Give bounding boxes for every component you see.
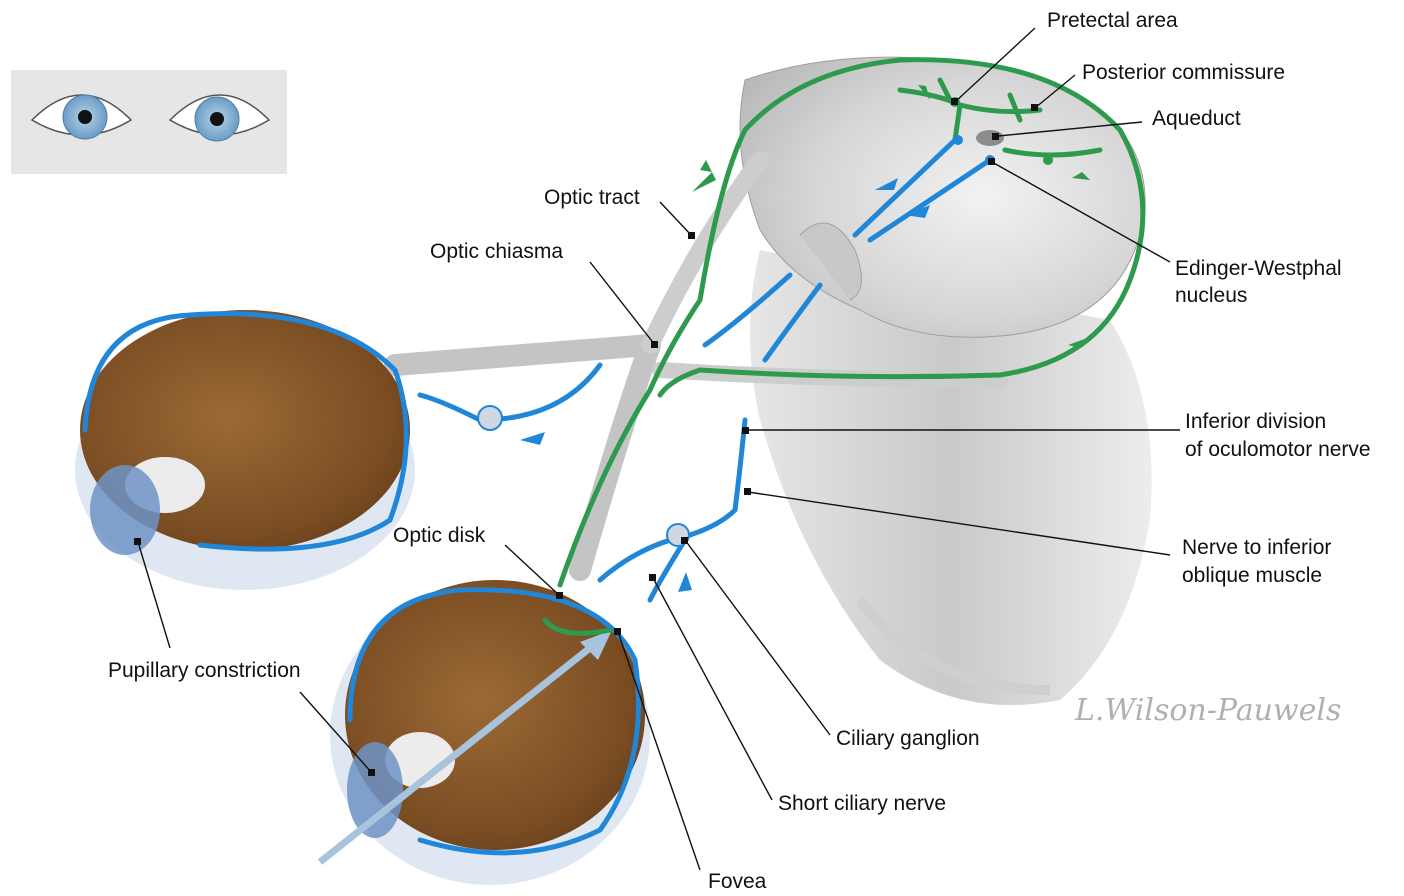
label-posterior-commissure: Posterior commissure [1082, 61, 1285, 84]
upper-iris [90, 465, 160, 555]
efferent-arrow-3 [520, 432, 545, 445]
aqueduct-shape [976, 130, 1004, 146]
label-ciliary-ganglion: Ciliary ganglion [836, 727, 980, 750]
upper-eyeball [75, 310, 415, 590]
lower-eyeball [320, 580, 650, 885]
label-short-ciliary-nerve: Short ciliary nerve [778, 792, 946, 815]
lower-iris [347, 742, 403, 838]
label-aqueduct: Aqueduct [1152, 107, 1241, 130]
label-edinger-westphal-line2: nucleus [1175, 284, 1247, 307]
label-nerve-inferior-oblique-line1: Nerve to inferior [1182, 536, 1331, 559]
efferent-arrow-4 [678, 572, 692, 592]
label-pupillary-constriction: Pupillary constriction [108, 659, 301, 682]
label-inferior-division-line1: Inferior division [1185, 410, 1326, 433]
label-nerve-inferior-oblique-line2: oblique muscle [1182, 564, 1322, 587]
left-ciliary-ganglion [478, 406, 502, 430]
artist-signature: L.Wilson-Pauwels [1074, 693, 1341, 728]
label-edinger-westphal-line1: Edinger-Westphal [1175, 257, 1342, 280]
label-optic-disk: Optic disk [393, 524, 486, 547]
pupil-inset [11, 70, 287, 174]
label-optic-chiasma: Optic chiasma [430, 240, 563, 263]
afferent-arrow-1 [692, 160, 716, 192]
label-fovea: Fovea [708, 870, 767, 893]
label-optic-tract: Optic tract [544, 186, 640, 209]
label-inferior-division-line2: of oculomotor nerve [1185, 438, 1371, 461]
label-pretectal-area: Pretectal area [1047, 9, 1178, 32]
